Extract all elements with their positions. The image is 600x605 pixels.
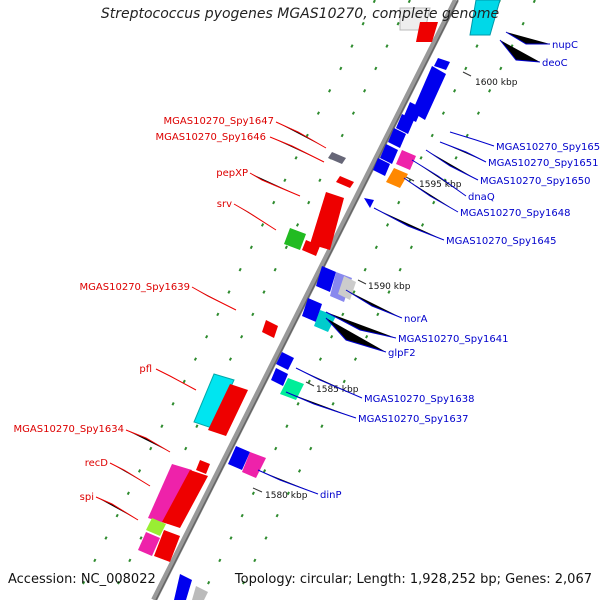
scale-label-1600: 1600 kbp — [475, 78, 518, 88]
right-label-dinP[interactable]: dinP — [320, 490, 342, 501]
gene-arrow-blue-b[interactable] — [404, 102, 422, 122]
gene-arrow-spy1650[interactable] — [380, 144, 398, 164]
genome-title: Streptococcus pyogenes MGAS10270, comple… — [100, 6, 500, 22]
left-label-spy1634[interactable]: MGAS10270_Spy1634 — [14, 424, 124, 435]
scale-label-1595: 1595 kbp — [419, 180, 462, 190]
right-label-spy1650[interactable]: MGAS10270_Spy1650 — [480, 176, 590, 187]
genome-backbone-highlight — [155, 0, 459, 601]
scale-label-1585: 1585 kbp — [316, 385, 359, 395]
right-label-norA[interactable]: norA — [404, 314, 428, 325]
gene-arrow-pfl-red[interactable] — [208, 384, 248, 436]
gene-arrow-spy1652[interactable] — [412, 66, 446, 120]
gene-arrow-spy1651[interactable] — [388, 128, 406, 148]
gene-arrow-spy1646[interactable] — [336, 176, 354, 188]
gene-arrow-spy1645[interactable] — [364, 198, 374, 208]
gene-arrow-red-small[interactable] — [302, 240, 320, 256]
right-label-nupC[interactable]: nupC — [552, 40, 578, 51]
gene-arrow-glpF2[interactable] — [314, 310, 336, 332]
left-label-spi[interactable]: spi — [80, 492, 94, 503]
scale-ticks — [252, 71, 472, 493]
gene-arrow-magenta[interactable] — [396, 150, 416, 170]
gene-arrow-spi[interactable] — [138, 532, 160, 556]
left-label-spy1647[interactable]: MGAS10270_Spy1647 — [164, 116, 274, 127]
accession-label: Accession: NC_008022 — [8, 572, 156, 587]
gene-arrow-bottom-blue[interactable] — [174, 574, 192, 600]
gene-arrow-dinP[interactable] — [228, 446, 250, 470]
gene-arrow-norA[interactable] — [316, 266, 336, 292]
right-label-spy1648[interactable]: MGAS10270_Spy1648 — [460, 208, 570, 219]
genome-backbone — [151, 0, 459, 602]
scale-label-1580: 1580 kbp — [265, 491, 308, 501]
gene-arrow-spy1641[interactable] — [302, 298, 322, 322]
right-label-glpF2[interactable]: glpF2 — [388, 348, 416, 359]
gene-arrow-recD-pink[interactable] — [148, 464, 192, 524]
left-label-pepXP[interactable]: pepXP — [216, 168, 248, 179]
gene-arrow-blue-c[interactable] — [396, 114, 414, 134]
right-label-spy1651[interactable]: MGAS10270_Spy1651 — [488, 158, 598, 169]
gene-arrow-spi-green[interactable] — [146, 518, 166, 536]
gene-arrow-dinP-pink[interactable] — [242, 452, 266, 478]
left-label-pfl[interactable]: pfl — [139, 364, 152, 375]
gene-arrow-spy1638[interactable] — [276, 352, 294, 370]
gene-arrow-orange[interactable] — [386, 168, 408, 188]
left-label-recD[interactable]: recD — [85, 458, 109, 469]
gene-arrow-pepXP[interactable] — [310, 192, 344, 250]
right-label-spy1652[interactable]: MGAS10270_Spy1652 — [496, 142, 600, 153]
right-label-spy1645[interactable]: MGAS10270_Spy1645 — [446, 236, 556, 247]
right-label-spy1637[interactable]: MGAS10270_Spy1637 — [358, 414, 468, 425]
gene-arrow-bottom-grey[interactable] — [192, 586, 208, 600]
left-label-srv[interactable]: srv — [217, 199, 232, 210]
topology-label: Topology: circular; Length: 1,928,252 bp… — [234, 572, 592, 587]
gene-arrow-grey[interactable] — [338, 276, 356, 300]
right-label-dnaQ[interactable]: dnaQ — [468, 192, 495, 203]
left-label-spy1646[interactable]: MGAS10270_Spy1646 — [156, 132, 266, 143]
gene-arrow-spy1647[interactable] — [328, 152, 346, 164]
gene-arrow-blue-d[interactable] — [271, 368, 288, 386]
gene-arrow-recD[interactable] — [162, 470, 208, 528]
gene-arrow-spy1637[interactable] — [280, 378, 304, 400]
right-label-spy1641[interactable]: MGAS10270_Spy1641 — [398, 334, 508, 345]
gene-arrow-spy1639[interactable] — [262, 320, 278, 338]
gene-arrow-dnaQ[interactable] — [373, 158, 390, 176]
gene-arrow-blue-a[interactable] — [434, 58, 450, 70]
gene-arrow-spy1634[interactable] — [196, 460, 210, 474]
gene-arrow-red-bottom[interactable] — [154, 530, 180, 562]
gene-arrow-srv[interactable] — [284, 228, 306, 250]
scale-label-1590: 1590 kbp — [368, 282, 411, 292]
gene-arrow-red-top[interactable] — [416, 22, 438, 42]
left-label-spy1639[interactable]: MGAS10270_Spy1639 — [80, 282, 190, 293]
right-callout-lines — [257, 31, 550, 495]
right-label-spy1638[interactable]: MGAS10270_Spy1638 — [364, 394, 474, 405]
gene-arrow-nupC[interactable] — [469, 0, 501, 36]
left-callout-lines — [95, 121, 327, 521]
right-label-deoC[interactable]: deoC — [542, 58, 568, 69]
